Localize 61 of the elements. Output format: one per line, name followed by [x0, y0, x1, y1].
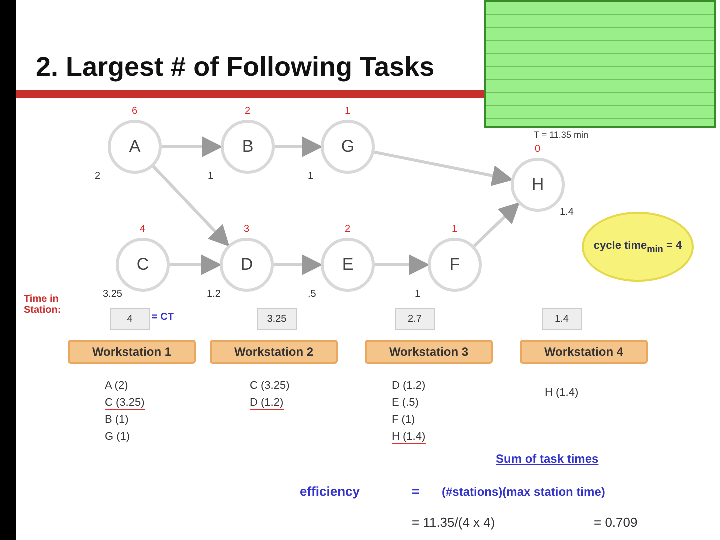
arrow — [170, 254, 222, 276]
workstation-box: Workstation 4 — [520, 340, 648, 364]
task-time: 1 — [308, 171, 314, 182]
equals-sign: = — [412, 484, 420, 499]
task-entry: D (1.2) — [392, 380, 426, 392]
task-circle: G — [321, 120, 375, 174]
task-entry: E (.5) — [392, 397, 419, 409]
total-time: T = 11.35 min — [534, 130, 588, 140]
following-count: 1 — [452, 224, 458, 235]
task-entry: G (1) — [105, 431, 130, 443]
side-bar — [0, 0, 16, 540]
following-count: 6 — [132, 106, 138, 117]
task-circle: A — [108, 120, 162, 174]
workstation-box: Workstation 2 — [210, 340, 338, 364]
following-count: 2 — [345, 224, 351, 235]
task-circle: F — [428, 238, 482, 292]
following-count: 3 — [244, 224, 250, 235]
task-time: 2 — [95, 171, 101, 182]
cycle-time-note: = CT — [152, 312, 174, 323]
workstation-box: Workstation 1 — [68, 340, 196, 364]
arrow — [275, 136, 323, 158]
crossed-out-task: D (1.2) — [250, 397, 284, 410]
task-circle: E — [321, 238, 375, 292]
formula-numerator: Sum of task times — [496, 452, 599, 466]
arrow — [374, 150, 514, 186]
spreadsheet-block — [484, 0, 716, 128]
task-time: 1 — [208, 171, 214, 182]
following-count: 0 — [535, 144, 541, 155]
following-count: 2 — [245, 106, 251, 117]
task-entry: B (1) — [105, 414, 129, 426]
calculation: = 11.35/(4 x 4) — [412, 515, 496, 530]
task-entry: A (2) — [105, 380, 128, 392]
following-count: 1 — [345, 106, 351, 117]
workstation-box: Workstation 3 — [365, 340, 493, 364]
arrow — [162, 136, 223, 158]
station-time-box: 4 — [110, 308, 150, 330]
arrow — [473, 202, 520, 248]
result: = 0.709 — [594, 515, 638, 530]
station-time-box: 1.4 — [542, 308, 582, 330]
formula-denominator: (#stations)(max station time) — [442, 485, 606, 499]
following-count: 4 — [140, 224, 146, 235]
row-label: Time in Station: — [24, 294, 62, 316]
task-time: 1 — [415, 289, 421, 300]
task-circle: D — [220, 238, 274, 292]
task-time: 1.2 — [207, 289, 221, 300]
task-entry: H (1.4) — [545, 387, 579, 399]
task-entry: C (3.25) — [250, 380, 290, 392]
formula-term: efficiency — [300, 484, 360, 499]
task-circle: B — [221, 120, 275, 174]
arrow — [274, 254, 323, 276]
arrow — [152, 166, 230, 247]
task-entry: F (1) — [392, 414, 416, 426]
slide-title: 2. Largest # of Following Tasks — [36, 52, 435, 83]
arrow — [375, 254, 430, 276]
station-time-box: 3.25 — [257, 308, 297, 330]
task-time: 3.25 — [103, 289, 122, 300]
crossed-out-task: H (1.4) — [392, 431, 426, 444]
cycle-time-ellipse: cycle time$_{min}$ = 4 — [582, 212, 694, 282]
station-time-box: 2.7 — [395, 308, 435, 330]
task-time: .5 — [308, 289, 316, 300]
crossed-out-task: C (3.25) — [105, 397, 145, 410]
